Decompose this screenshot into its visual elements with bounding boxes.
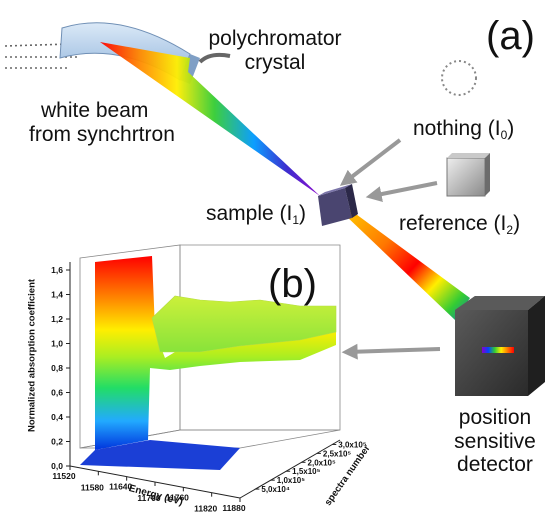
z-tick-label: 1,6 (51, 265, 63, 275)
y-tick-label: 1,5x10⁵ (292, 467, 320, 476)
z-tick-label: 0,6 (51, 388, 63, 398)
nothing-close: ) (507, 117, 515, 140)
nothing-sub: 0 (500, 128, 508, 142)
white-beam-line-2: from synchrtron (29, 122, 175, 146)
z-axis-title: Normalized absorption coefficient (26, 278, 38, 433)
panel-a-label: (a) (486, 14, 535, 58)
y-tick-label: 2,5x10⁵ (323, 449, 351, 458)
x-tick-label: 11640 (109, 482, 132, 492)
x-tick-label: 11880 (222, 503, 245, 513)
z-tick-label: 0,2 (51, 437, 63, 447)
absorption-surface-edge (95, 256, 336, 450)
z-tick-label: 1,0 (51, 339, 63, 349)
detector-line-3: detector (457, 453, 533, 477)
x-axis-ticks: 11520 11580 11640 11700 11760 11820 11880 (52, 466, 246, 514)
sample-cube (318, 184, 358, 226)
polychromator-line-2: crystal (244, 50, 306, 74)
x-tick-label: 11760 (166, 492, 189, 502)
nothing-text: nothing (I (413, 117, 501, 140)
x-tick-label: 11700 (137, 493, 160, 503)
polychromator-line-1: polychromator (208, 27, 342, 50)
z-tick-label: 0,8 (51, 363, 63, 373)
z-tick-label: 0,0 (51, 461, 63, 471)
y-tick-label: 3,0x10⁵ (338, 440, 366, 449)
absorption-surface-floor (80, 440, 240, 470)
z-tick-label: 0,4 (51, 412, 63, 422)
reference-sub: 2 (506, 223, 514, 237)
y-axis-ticks: 5,0x10⁴1,0x10⁵1,5x10⁵2,0x10⁵2,5x10⁵3,0x1… (255, 440, 367, 494)
white-beam-label: white beam from synchrtron (29, 99, 175, 146)
detector-line-1: position (458, 406, 532, 429)
y-tick-label: 1,0x10⁵ (277, 476, 305, 485)
panel-b-label: (b) (268, 262, 317, 306)
z-tick-label: 1,4 (51, 290, 63, 300)
z-tick-label: 1,2 (51, 314, 63, 324)
detector-spectrum (482, 347, 514, 353)
detector-box (455, 296, 545, 396)
sample-text: sample (I (206, 202, 293, 225)
x-tick-label: 11520 (52, 471, 75, 481)
sample-label: sample (I1) (206, 202, 306, 227)
white-beam-lines (4, 43, 80, 69)
y-tick-label: 2,0x10⁵ (308, 458, 336, 467)
y-axis-line (239, 439, 341, 499)
white-beam-line-1: white beam (41, 99, 149, 122)
arrows (339, 138, 441, 360)
detector-label: position sensitive detector (440, 406, 550, 477)
x-tick-label: 11820 (194, 504, 217, 514)
reference-label: reference (I2) (399, 212, 520, 237)
reference-text: reference (I (399, 212, 507, 235)
sample-sub: 1 (292, 213, 300, 227)
reference-block (446, 153, 490, 197)
detector-line-2: sensitive (454, 429, 536, 453)
y-tick-label: 5,0x10⁴ (261, 485, 289, 494)
z-axis-ticks: 0,0 0,2 0,4 0,6 0,8 1,0 1,2 1,4 1,6 (51, 265, 70, 471)
transmitted-fan (344, 206, 470, 320)
nothing-circle-icon (441, 60, 477, 96)
absorption-surface-plateau (151, 295, 337, 353)
x-tick-label: 11580 (81, 482, 104, 492)
sample-close: ) (299, 202, 307, 225)
nothing-label: nothing (I0) (413, 117, 514, 142)
polychromator-crystal-label: polychromator crystal (200, 27, 350, 74)
diffracted-fan (100, 42, 320, 196)
reference-close: ) (513, 212, 521, 235)
